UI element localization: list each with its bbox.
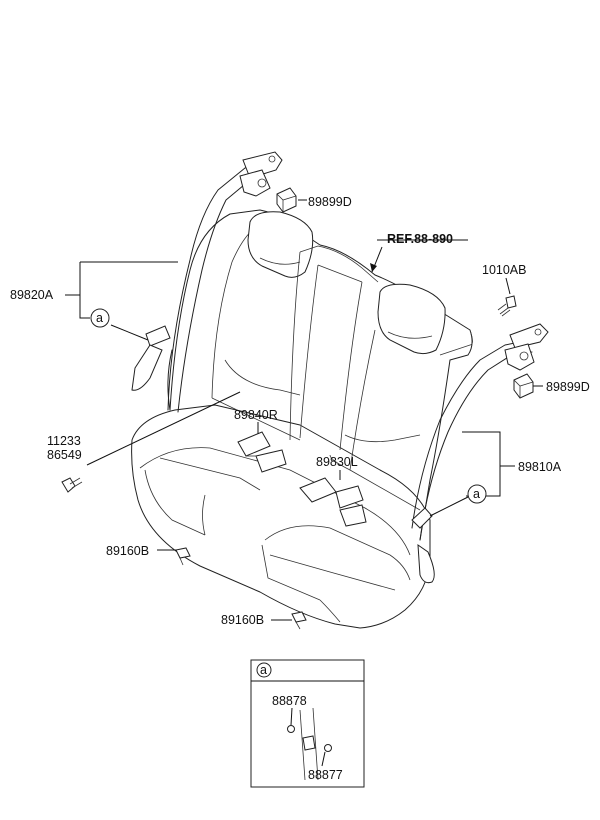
label-1010ab: 1010AB (482, 263, 526, 277)
label-89899d-top: 89899D (308, 195, 352, 209)
right-seat-belt-assembly (411, 323, 549, 584)
label-89160b-bottom: 89160B (221, 613, 264, 627)
clip-89160b-left (175, 547, 191, 566)
bolt-1010ab (497, 295, 517, 317)
cover-89899d-top (276, 187, 297, 213)
label-88878: 88878 (272, 694, 307, 708)
label-ref-88-890: REF.88-890 (387, 232, 453, 246)
inset-callout-a: a (260, 663, 267, 677)
inset-detail-a (250, 659, 365, 788)
label-11233: 11233 (47, 434, 81, 448)
bolt-11233-86549 (61, 477, 83, 493)
buckle-89830l (299, 477, 367, 527)
callout-a-right: a (473, 487, 480, 501)
label-89160b-left: 89160B (106, 544, 149, 558)
callout-a-left-circle (90, 308, 110, 328)
cover-89899d-right (513, 373, 534, 399)
label-89810a: 89810A (518, 460, 562, 474)
callout-a-right-circle (467, 484, 487, 504)
left-seat-belt-assembly (131, 151, 283, 413)
clip-89160b-bottom (291, 611, 307, 630)
buckle-89840r (237, 431, 287, 473)
label-89840r: 89840R (234, 408, 278, 422)
callout-a-left: a (96, 311, 103, 325)
label-86549: 86549 (47, 448, 82, 462)
label-89899d-right: 89899D (546, 380, 590, 394)
label-89820a: 89820A (10, 288, 54, 302)
label-88877: 88877 (308, 768, 343, 782)
rear-seat-backrest (167, 209, 473, 541)
label-89830l: 89830L (316, 455, 358, 469)
rear-seat-cushion (131, 404, 431, 629)
